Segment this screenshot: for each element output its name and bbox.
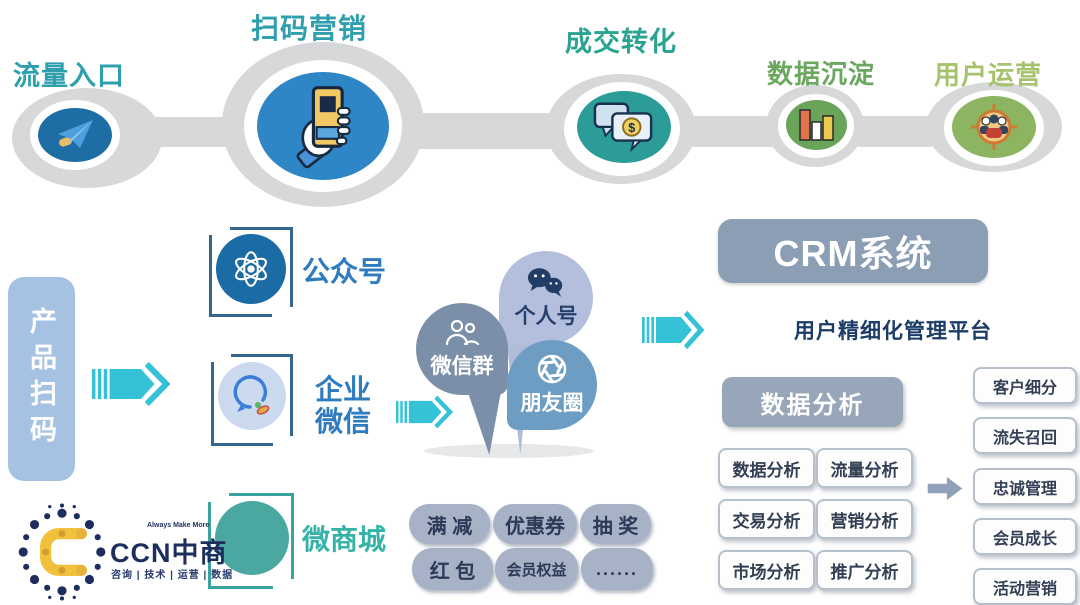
funnel-label-users: 用户运营 [934, 60, 1043, 90]
node-disc [952, 96, 1036, 158]
svg-text:$: $ [628, 121, 635, 135]
brand-name: CCN中商 [110, 538, 228, 568]
product-scan-bar: 产品扫码 [8, 277, 75, 481]
analysis-button-transaction: 交易分析 [718, 499, 815, 539]
management-button-segmentation: 客户细分 [973, 367, 1077, 404]
aperture-icon [537, 354, 567, 384]
promo-pill-lottery: 抽 奖 [580, 504, 651, 544]
arrow-right-icon [92, 361, 171, 407]
chat-money-icon: $ [593, 102, 653, 153]
wechat-work-icon [233, 375, 270, 415]
funnel-label-traffic: 流量入口 [13, 61, 125, 91]
micro-mall-circle [215, 501, 289, 575]
promo-pill-more: ...... [581, 548, 653, 590]
analysis-button-market: 市场分析 [718, 550, 815, 590]
official-account-circle [216, 234, 286, 304]
bubble-label: 朋友圈 [520, 392, 584, 415]
node-disc [38, 108, 112, 162]
channel-label-official-account: 公众号 [302, 256, 387, 287]
funnel-label-data: 数据沉淀 [767, 59, 876, 89]
analysis-button-traffic: 流量分析 [816, 448, 913, 488]
group-icon [445, 319, 480, 346]
node-disc [257, 72, 389, 180]
brand-tagline: Always Make More [147, 522, 210, 529]
scan-phone-icon [296, 86, 351, 169]
wechat-icon [527, 267, 563, 297]
channel-frame-micro-mall [208, 493, 294, 589]
bubble-moments: 朋友圈 [507, 340, 597, 430]
analysis-button-marketing: 营销分析 [816, 499, 913, 539]
arrow-right-icon [642, 310, 705, 350]
crm-title-banner: CRM系统 [718, 219, 988, 283]
funnel-label-scan: 扫码营销 [251, 13, 368, 44]
channel-label-enterprise-wechat: 企业 微信 [315, 374, 372, 438]
target-users-icon [971, 104, 1017, 150]
chain-connector [395, 113, 575, 149]
bar-chart-icon [798, 109, 834, 141]
brand-departments: 咨询 | 技术 | 运营 | 数据 [111, 570, 234, 581]
management-button-loyalty: 忠诚管理 [973, 468, 1077, 505]
analysis-button-promotion: 推广分析 [816, 550, 913, 590]
management-button-campaign: 活动营销 [973, 568, 1077, 605]
crm-subtitle: 用户精细化管理平台 [794, 320, 992, 343]
ccn-logo-icon [18, 503, 106, 601]
promo-pill-red-packet: 红 包 [412, 548, 493, 590]
channel-label-micro-mall: 微商城 [302, 524, 387, 555]
bubble-wechat-group: 微信群 [416, 303, 508, 395]
promo-pill-member-benefits: 会员权益 [495, 548, 578, 590]
bubble-personal-account: 个人号 [499, 251, 593, 345]
enterprise-wechat-circle [218, 362, 286, 430]
balloon-ground-shadow [424, 444, 594, 458]
channel-frame-enterprise-wechat [211, 354, 293, 446]
node-disc [786, 100, 847, 150]
product-scan-label: 产品扫码 [26, 307, 56, 451]
channel-frame-official-account [209, 227, 293, 317]
paper-plane-icon [58, 120, 93, 148]
gray-arrow-icon [927, 476, 963, 501]
analysis-header: 数据分析 [722, 377, 903, 427]
node-disc: $ [577, 91, 671, 163]
promo-pill-full-reduction: 满 减 [409, 504, 490, 544]
funnel-label-convert: 成交转化 [565, 27, 677, 57]
analysis-button-data: 数据分析 [718, 448, 815, 488]
management-button-churn-recall: 流失召回 [973, 417, 1077, 454]
promo-pill-coupon: 优惠券 [493, 504, 577, 544]
bubble-label: 微信群 [430, 355, 494, 378]
arrow-right-icon [396, 395, 454, 429]
atom-icon [235, 251, 267, 287]
bubble-label: 个人号 [514, 304, 578, 328]
management-button-member-growth: 会员成长 [973, 518, 1077, 555]
